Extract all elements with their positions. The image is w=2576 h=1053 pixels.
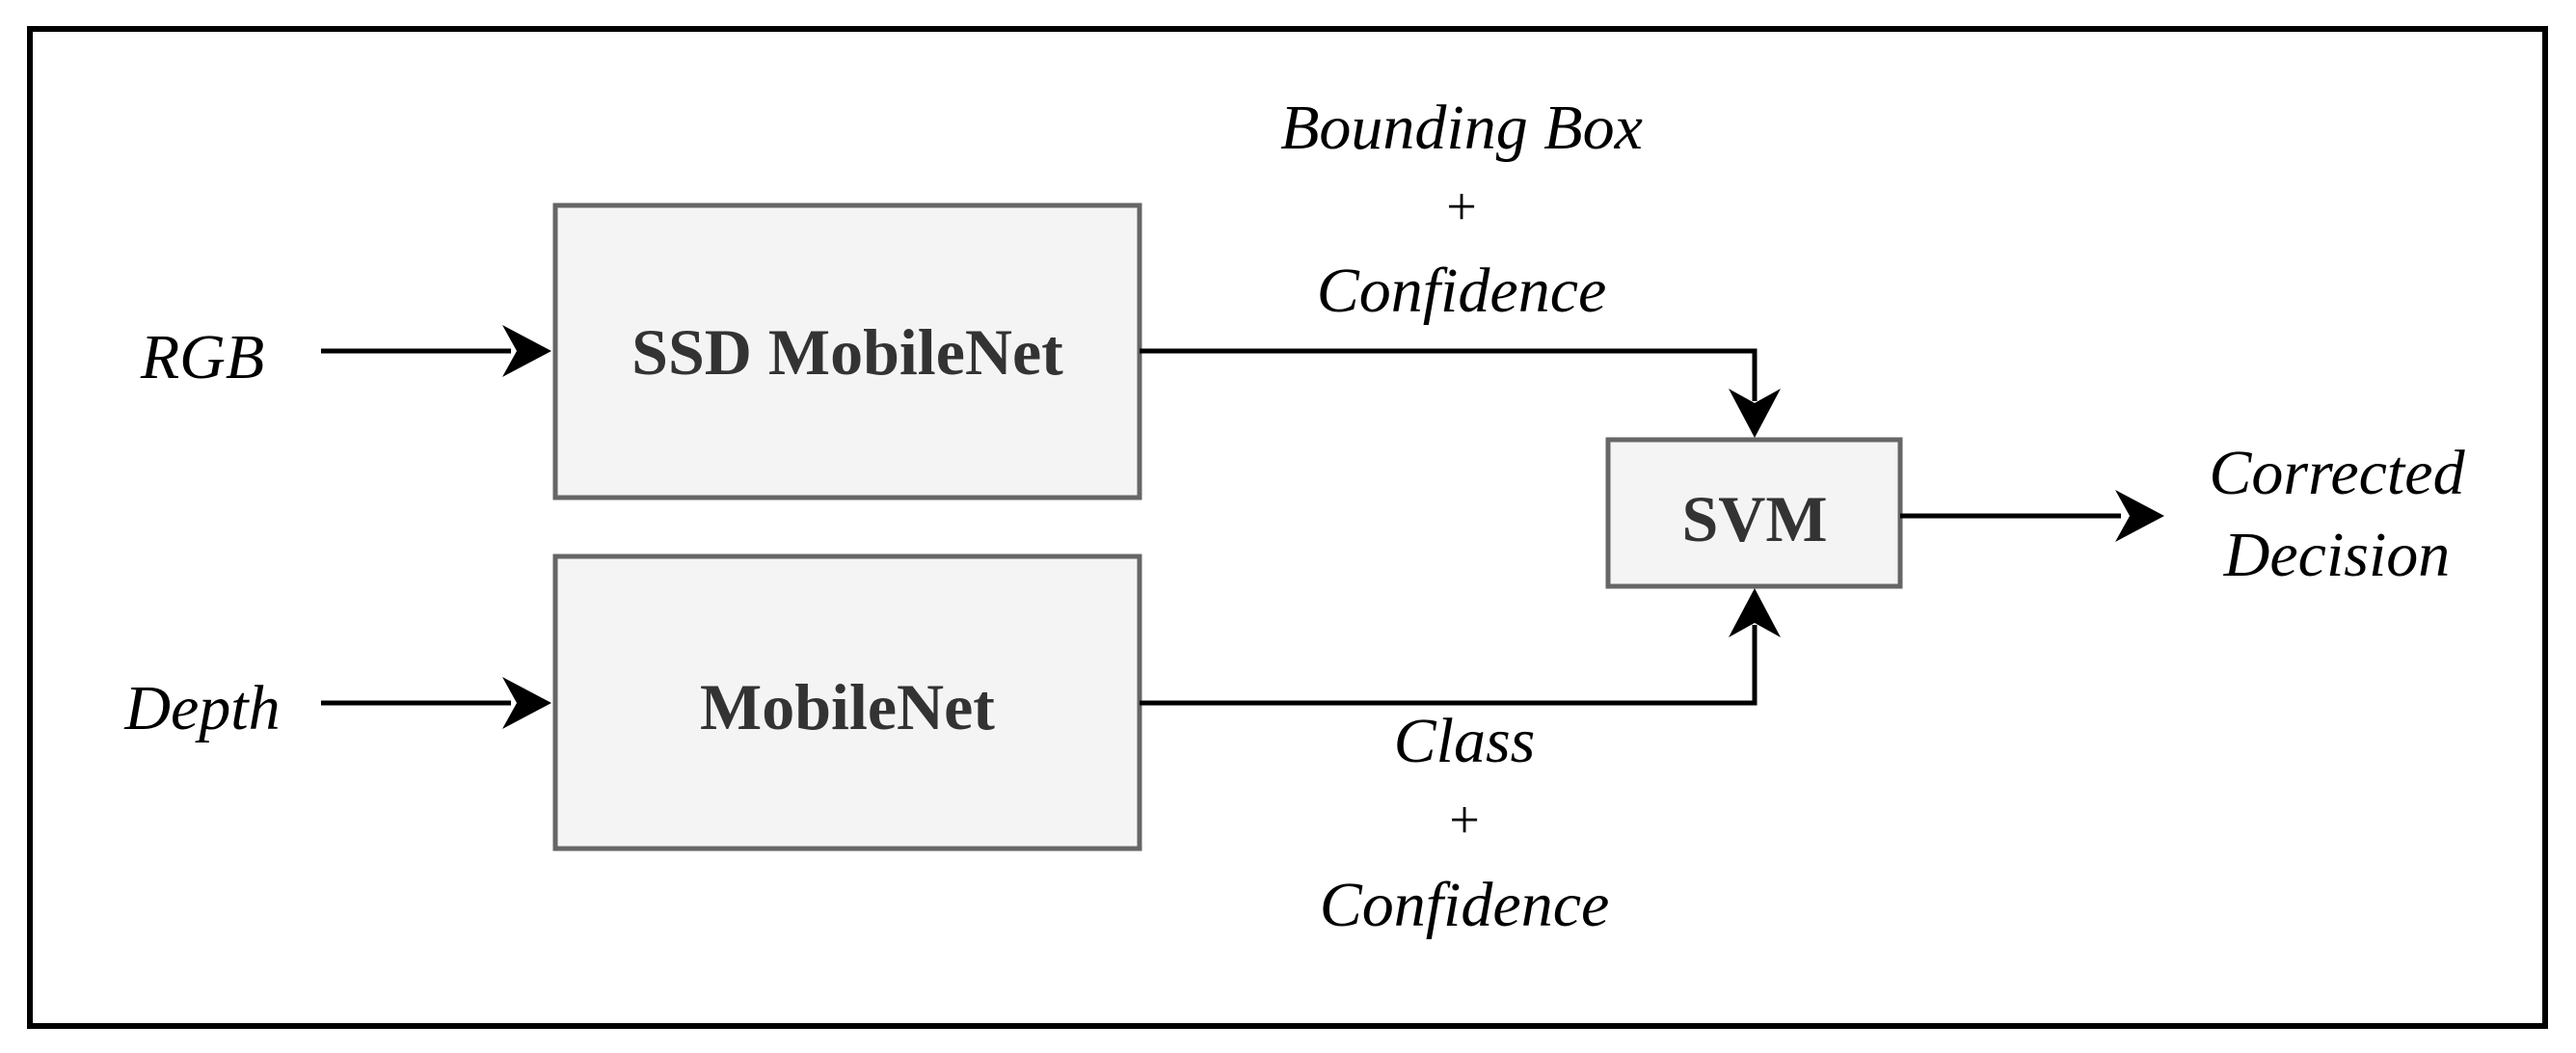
ssd-mobilenet-label: SSD MobileNet (631, 315, 1063, 389)
arrow-depth-to-mobilenet (321, 677, 551, 729)
edge-label-bottom: Class + Confidence (1320, 706, 1610, 940)
edge-label-bottom-line3: Confidence (1320, 870, 1610, 940)
edge-label-top: Bounding Box + Confidence (1280, 93, 1643, 326)
arrow-svm-to-output (1900, 490, 2164, 542)
edge-label-top-plus: + (1446, 177, 1477, 237)
output-label-line2: Decision (2223, 520, 2451, 590)
input-label-depth: Depth (123, 673, 280, 743)
input-label-rgb: RGB (140, 322, 264, 392)
ssd-mobilenet-box (552, 202, 1142, 500)
edge-label-bottom-line1: Class (1394, 706, 1536, 776)
arrow-mobilenet-to-svm (1140, 588, 1781, 706)
output-label: Corrected Decision (2209, 438, 2465, 590)
svm-label: SVM (1681, 482, 1827, 555)
edge-label-bottom-plus: + (1449, 791, 1480, 850)
arrow-rgb-to-ssd (321, 325, 551, 377)
edge-label-top-line3: Confidence (1317, 256, 1607, 326)
diagram-frame (27, 26, 2548, 1029)
output-label-line1: Corrected (2209, 438, 2465, 508)
svm-box (1605, 437, 1903, 589)
mobilenet-box (552, 554, 1142, 851)
edge-label-top-line1: Bounding Box (1280, 93, 1643, 163)
mobilenet-label: MobileNet (700, 670, 995, 743)
arrow-ssd-to-svm (1140, 348, 1781, 438)
